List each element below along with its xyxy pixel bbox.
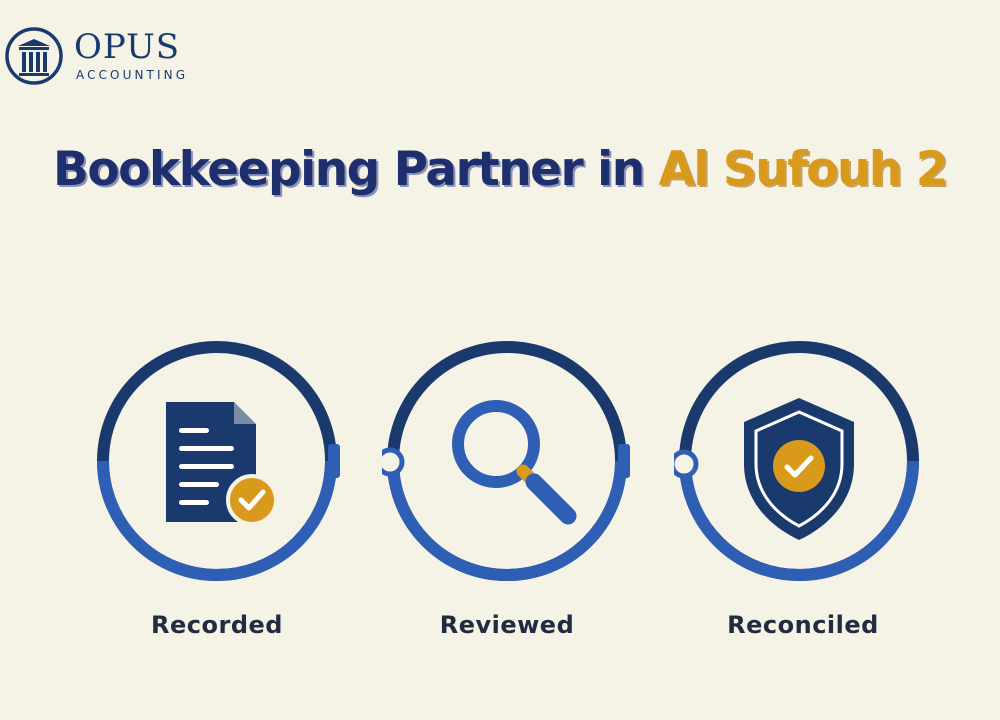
shield-check-icon bbox=[744, 398, 854, 540]
title-location: Al Sufouh 2 bbox=[658, 142, 949, 197]
brand-name: OPUS bbox=[74, 27, 181, 67]
document-check-icon bbox=[166, 402, 278, 526]
reviewed-badge bbox=[382, 341, 630, 581]
step-label-reviewed: Reviewed bbox=[439, 611, 575, 639]
brand-logo: OPUS ACCOUNTING bbox=[4, 26, 204, 90]
brand-tagline: ACCOUNTING bbox=[76, 68, 189, 82]
process-steps bbox=[0, 336, 1000, 586]
title-main: Bookkeeping Partner in bbox=[53, 142, 659, 197]
reconciled-badge bbox=[674, 341, 919, 581]
step-label-recorded: Recorded bbox=[151, 611, 283, 639]
recorded-badge bbox=[97, 341, 340, 581]
magnifier-icon bbox=[452, 400, 577, 525]
page-title: Bookkeeping Partner in Al Sufouh 2 bbox=[0, 142, 1000, 198]
step-label-reconciled: Reconciled bbox=[727, 611, 879, 639]
pillar-logo-icon bbox=[5, 27, 63, 85]
